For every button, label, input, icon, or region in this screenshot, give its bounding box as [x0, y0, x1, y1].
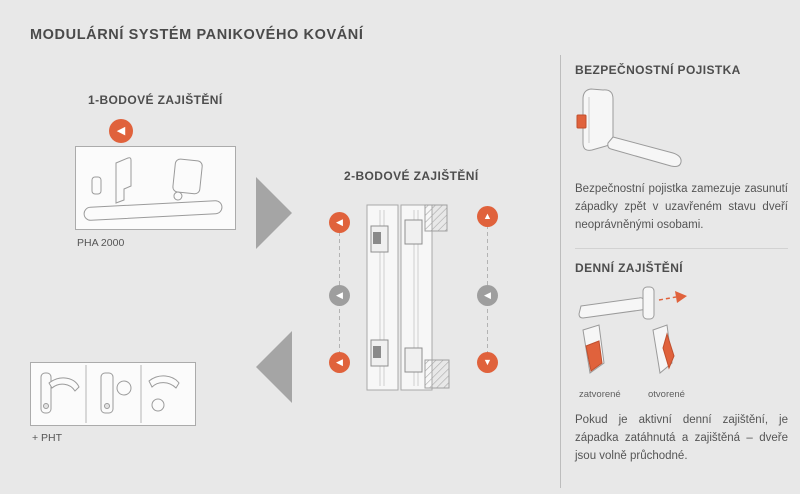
pht-handles-illustration	[40, 365, 180, 423]
push-bar	[578, 297, 646, 319]
arrow-left-icon: ◀	[109, 119, 133, 143]
push-bar-part	[83, 200, 223, 221]
push-direction-arrow-icon	[675, 291, 687, 303]
latch-bolt-icon	[576, 114, 587, 129]
latch-closed-icon	[585, 340, 603, 372]
lever-handle	[48, 377, 80, 392]
column-divider	[560, 55, 561, 488]
flow-arrow-left-icon	[256, 331, 292, 403]
daily-latch-description: Pokud je aktivní denní zajištění, je záp…	[575, 414, 788, 462]
panic-push-bar	[607, 136, 682, 167]
state-open-label: otvorené	[648, 389, 685, 400]
section-divider	[575, 248, 788, 249]
pha-2000-exploded-view-illustration	[83, 157, 223, 221]
spindle-part	[91, 176, 102, 195]
latch-arrow-left-gray-icon: ◀	[329, 285, 350, 306]
knob-backplate	[100, 372, 114, 414]
top-strike-plate	[424, 204, 448, 232]
latch-arrow-left-icon: ◀	[329, 212, 350, 233]
latch-arrow-left-gray-icon: ◀	[477, 285, 498, 306]
page-title: MODULÁRNÍ SYSTÉM PANIKOVÉHO KOVÁNÍ	[30, 27, 364, 43]
door-knob	[116, 380, 132, 396]
curved-lever-handle	[148, 375, 180, 389]
latch-arrow-down-icon: ▼	[477, 352, 498, 373]
latch-open-icon	[662, 332, 675, 370]
small-knob	[151, 398, 165, 412]
two-point-heading: 2-BODOVÉ ZAJIŠTĚNÍ	[344, 169, 479, 183]
daily-latch-illustration	[578, 286, 687, 374]
safety-catch-heading: BEZPEČNOSTNÍ POJISTKA	[575, 63, 741, 77]
two-point-door-diagram	[339, 204, 488, 391]
daily-latch-heading: DENNÍ ZAJIŠTĚNÍ	[575, 261, 684, 275]
state-closed-label: zatvorené	[579, 389, 621, 400]
safety-catch-illustration	[576, 88, 682, 167]
pht-label: + PHT	[32, 432, 63, 444]
pha-2000-label: PHA 2000	[77, 237, 125, 249]
pha-2000-illustration-box	[75, 146, 236, 230]
bracket-part	[115, 157, 132, 204]
pht-handles-illustration-box	[30, 362, 196, 426]
panic-device-body	[582, 88, 614, 151]
flow-arrow-right-icon	[256, 177, 292, 249]
bar-end-cap	[642, 286, 655, 320]
safety-catch-description: Bezpečnostní pojistka zamezuje zasunutí …	[575, 183, 788, 231]
latch-case-part	[172, 158, 203, 195]
one-point-heading: 1-BODOVÉ ZAJIŠTĚNÍ	[88, 93, 223, 107]
latch-arrow-up-icon: ▲	[477, 206, 498, 227]
latch-arrow-left-icon: ◀	[329, 352, 350, 373]
bottom-strike-plate	[424, 359, 450, 389]
